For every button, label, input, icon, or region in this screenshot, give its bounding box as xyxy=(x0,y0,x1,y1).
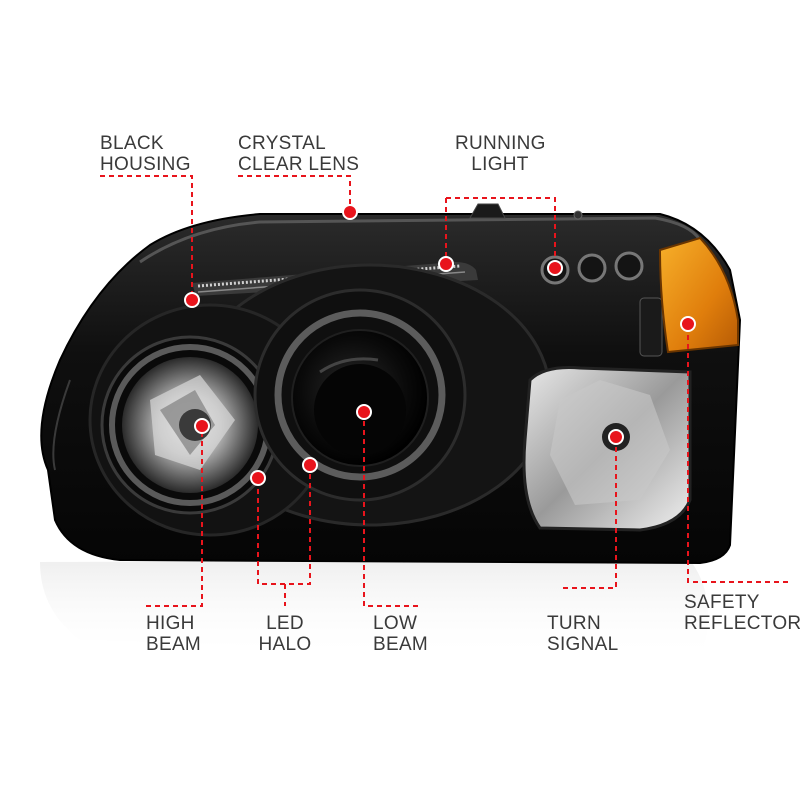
label-crystal-line1: CRYSTAL xyxy=(238,133,326,154)
label-led-halo: LED HALO xyxy=(252,613,318,655)
label-led-halo-line1: LED xyxy=(266,613,304,634)
label-black-housing-line2: HOUSING xyxy=(100,154,191,175)
low-beam-dot xyxy=(356,404,372,420)
running-light-dot-2 xyxy=(547,260,563,276)
callout-lines xyxy=(100,175,790,607)
label-turn-signal: TURN SIGNAL xyxy=(547,613,619,655)
floor-reflection xyxy=(40,560,708,660)
label-high-beam-line2: BEAM xyxy=(146,634,202,655)
black-housing-dot xyxy=(184,292,200,308)
running-light-line-top xyxy=(446,197,556,265)
label-black-housing-line1: BLACK xyxy=(100,133,164,154)
label-safety-line1: SAFETY xyxy=(684,592,760,613)
turn-signal-dot xyxy=(608,429,624,445)
label-turn-signal-line1: TURN xyxy=(547,613,601,634)
lens-top-trim xyxy=(139,216,702,264)
amber-reflector xyxy=(658,236,739,354)
label-black-housing: BLACK HOUSING xyxy=(100,133,191,175)
label-led-halo-line2: HALO xyxy=(258,634,312,655)
high-beam-line xyxy=(146,430,203,607)
label-crystal-line2: CLEAR LENS xyxy=(238,154,360,175)
label-safety-line2: REFLECTOR xyxy=(684,613,800,634)
crystal-lens-line xyxy=(238,175,351,212)
mount-tab xyxy=(469,203,506,219)
label-high-beam: HIGH BEAM xyxy=(146,613,201,655)
safety-reflector-dot xyxy=(680,316,696,332)
high-beam-dot xyxy=(194,418,210,434)
black-housing-line xyxy=(100,175,193,300)
crystal-lens-dot xyxy=(342,204,358,220)
led-halo-dot-2 xyxy=(302,457,318,473)
label-high-beam-line1: HIGH xyxy=(146,613,195,634)
running-light-dot-1 xyxy=(438,256,454,272)
led-halo-dot-1 xyxy=(250,470,266,486)
label-running-line2: LIGHT xyxy=(471,154,529,175)
label-crystal-clear-lens: CRYSTAL CLEAR LENS xyxy=(238,133,359,175)
label-safety-reflector: SAFETY REFLECTOR xyxy=(684,592,800,634)
label-running-line1: RUNNING xyxy=(455,133,546,154)
led-halo-ring xyxy=(274,309,446,481)
label-running-light: RUNNING LIGHT xyxy=(455,133,545,175)
label-turn-signal-line2: SIGNAL xyxy=(547,634,619,655)
label-low-beam-line1: LOW xyxy=(373,613,418,634)
low-beam-line xyxy=(363,412,420,607)
callout-dots xyxy=(184,204,696,486)
turn-signal-line xyxy=(560,438,617,589)
label-low-beam-line2: BEAM xyxy=(373,634,429,655)
label-low-beam: LOW BEAM xyxy=(373,613,428,655)
safety-reflector-line xyxy=(687,326,790,583)
